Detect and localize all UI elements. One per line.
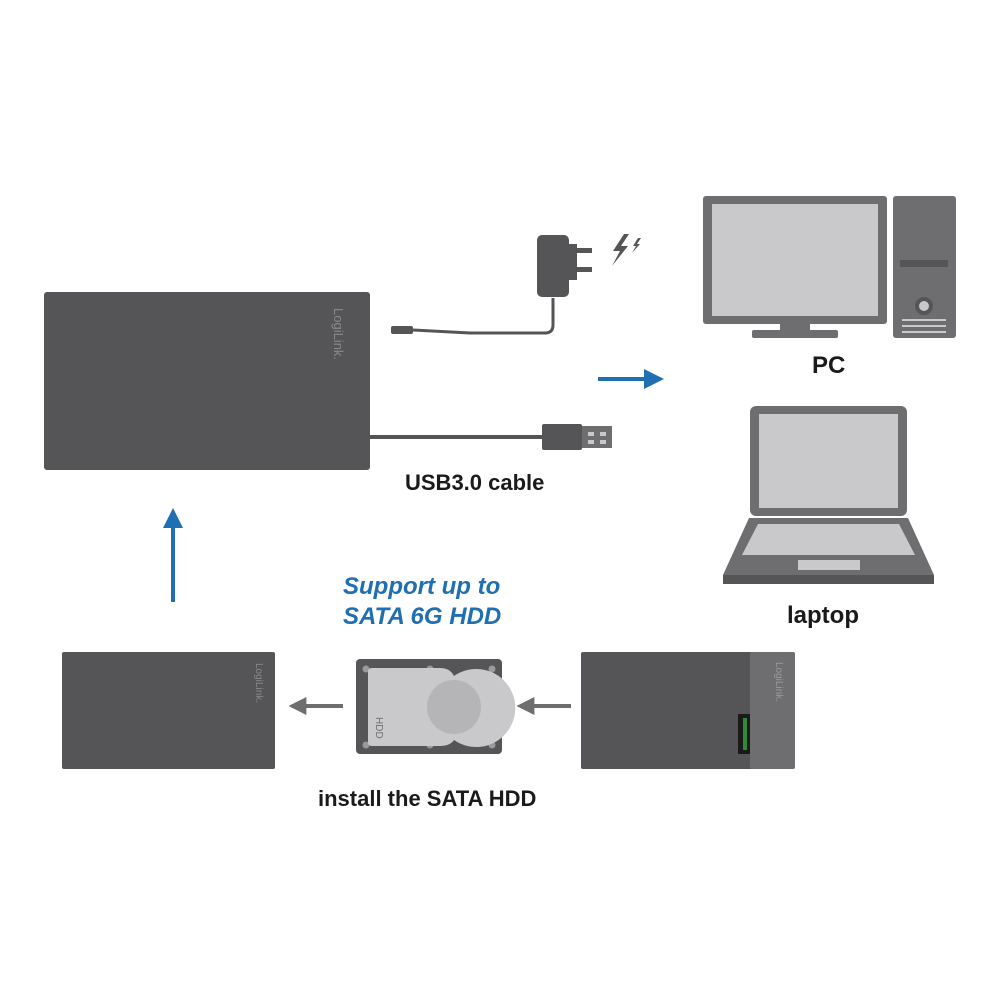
laptop-label: laptop [787, 602, 859, 629]
closed-enclosure: LogiLink. [62, 652, 275, 769]
power-adapter-icon [537, 235, 592, 297]
power-cable [391, 298, 555, 335]
hard-disk-icon: HDD [356, 659, 516, 754]
support-label: Support up to SATA 6G HDD [343, 572, 501, 632]
open-enclosure-logo: LogiLink. [773, 662, 784, 702]
open-enclosure: LogiLink. [581, 652, 795, 769]
pc-tower-icon [893, 196, 956, 338]
pc-label: PC [812, 352, 846, 379]
support-line-1: Support up to [343, 573, 501, 600]
support-line-2: SATA 6G HDD [343, 603, 502, 630]
hdd-label: HDD [373, 717, 384, 739]
enclosure-logo: LogiLink. [331, 308, 346, 360]
closed-enclosure-logo: LogiLink. [253, 663, 264, 703]
usb-cable-label: USB3.0 cable [405, 470, 545, 495]
desktop-monitor-icon [703, 196, 887, 338]
install-label: install the SATA HDD [318, 786, 537, 811]
main-enclosure: LogiLink. [44, 292, 370, 470]
usb-plug-icon [542, 424, 612, 450]
laptop-icon [723, 406, 934, 584]
electricity-icon [612, 234, 641, 266]
